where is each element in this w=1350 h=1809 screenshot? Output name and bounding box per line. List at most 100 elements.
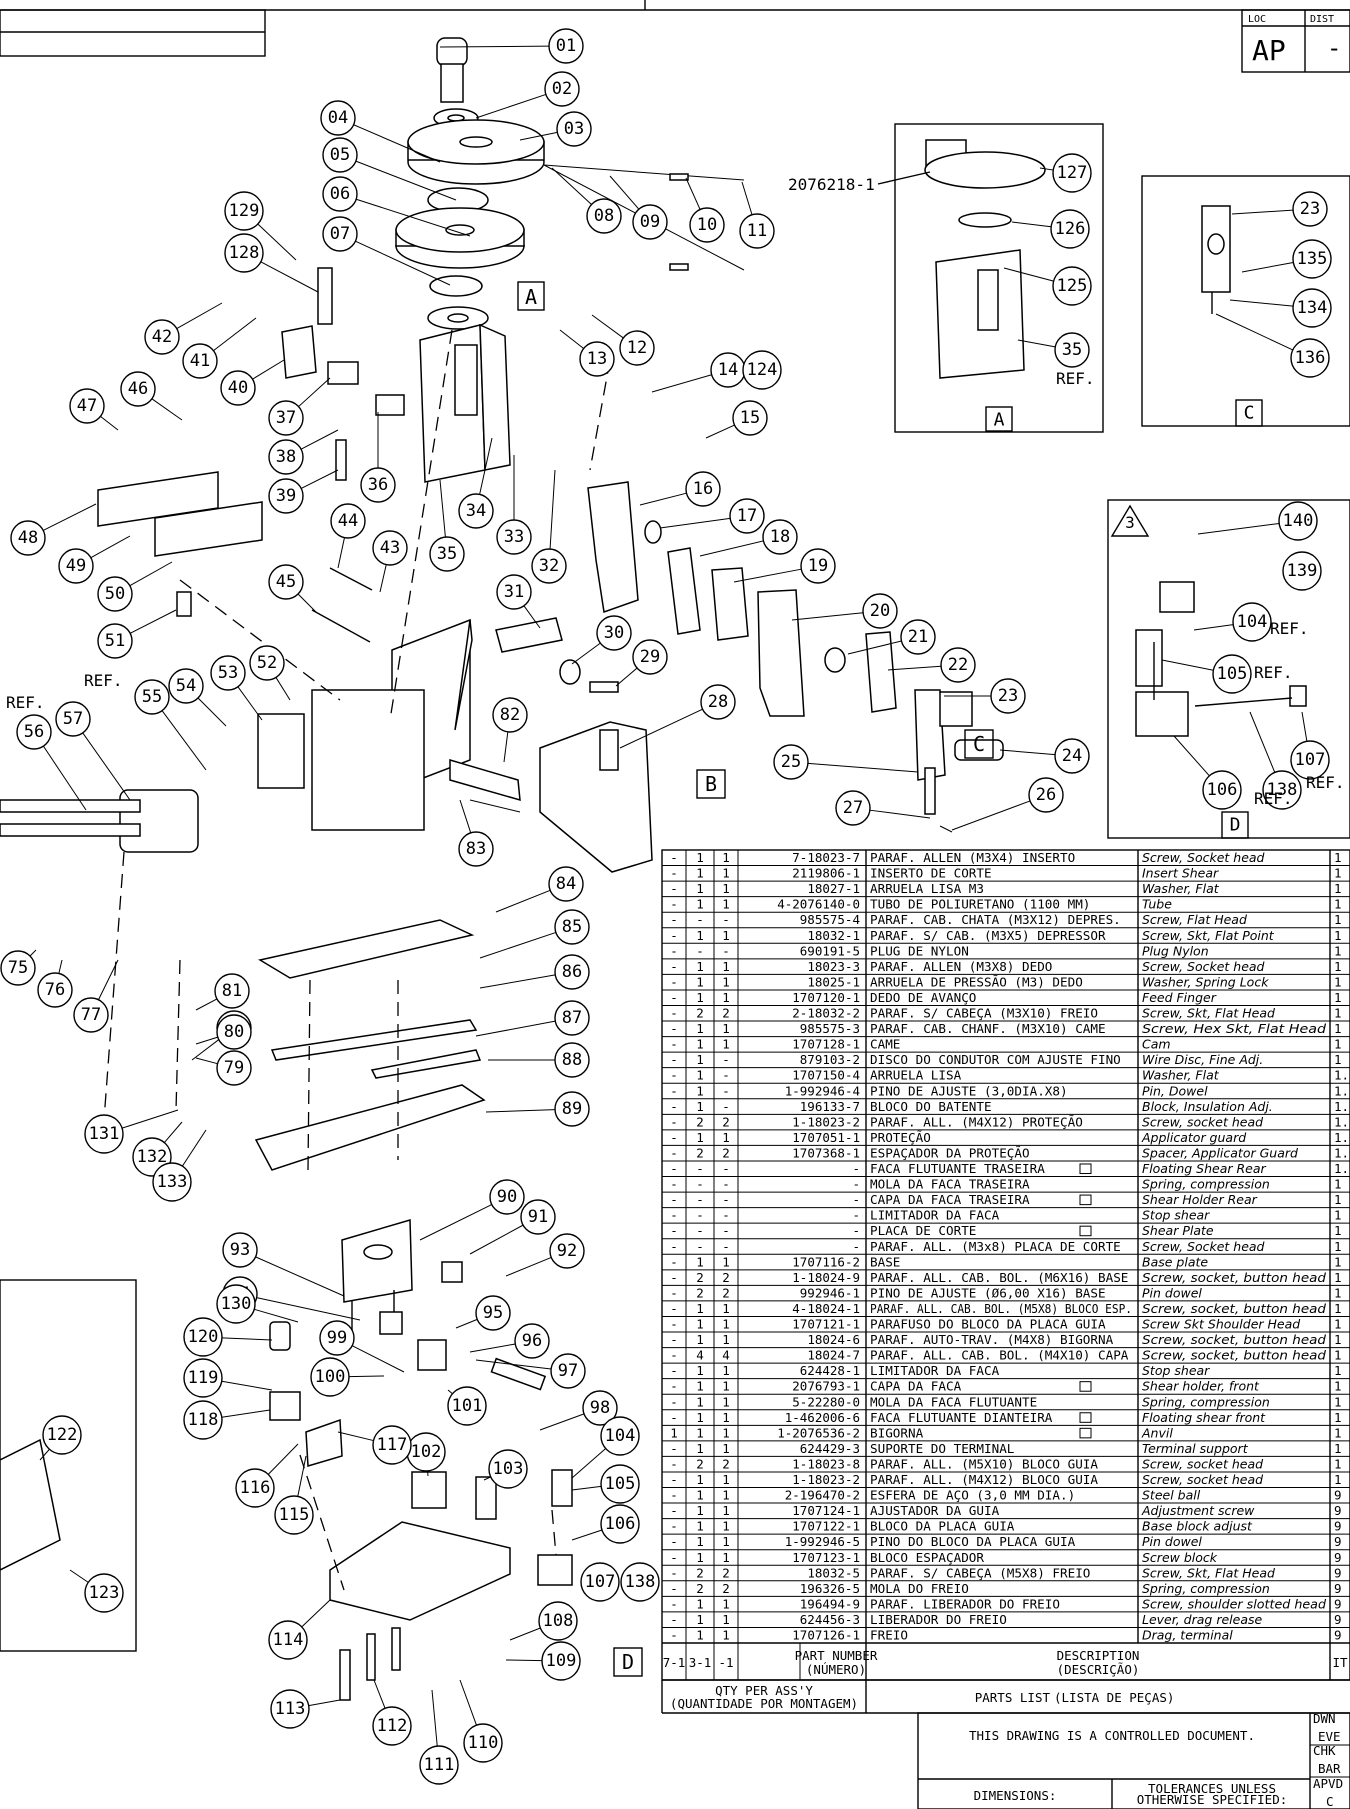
balloon-44: 44 <box>330 503 366 539</box>
parts-cell: 1 <box>696 959 704 974</box>
parts-cell: - <box>670 990 678 1005</box>
balloon-label: 20 <box>870 601 890 621</box>
leader-line <box>475 1359 552 1370</box>
leader-line <box>221 1380 273 1391</box>
balloon-label: 77 <box>81 1005 101 1025</box>
balloon-label: 128 <box>229 243 260 263</box>
leader-line <box>447 1389 453 1395</box>
balloon-label: 107 <box>585 1572 616 1592</box>
parts-cell: 1 <box>1334 1425 1342 1440</box>
parts-cell: - <box>722 1192 730 1207</box>
leader-line <box>298 377 331 407</box>
parts-cell: Screw, socket, button head <box>1142 1301 1326 1316</box>
parts-list-title: PARTS LIST <box>975 1690 1051 1705</box>
leader-line <box>42 503 97 531</box>
parts-cell: 2 <box>696 1114 704 1129</box>
balloon-91: 91 <box>520 1199 556 1235</box>
leader-line <box>571 642 601 665</box>
balloon-35b: 35 <box>1054 332 1090 368</box>
detail-labels: A A C D B C D 2076218-1 3 REF. REF. REF.… <box>6 171 1345 1677</box>
parts-cell: 1 <box>1334 1301 1342 1316</box>
sheet-frame <box>0 0 1350 73</box>
leader-line <box>685 177 701 210</box>
parts-cell: Screw, socket head <box>1142 1456 1263 1471</box>
leader-line <box>1215 313 1294 351</box>
parts-cell: Screw, socket, button head <box>1142 1332 1326 1347</box>
parts-cell: - <box>670 1317 678 1332</box>
balloon-label: 44 <box>338 511 358 531</box>
parts-cell: 1 <box>696 1472 704 1487</box>
parts-cell: Shear Plate <box>1142 1223 1214 1238</box>
parts-cell: Screw, Socket head <box>1142 1239 1265 1254</box>
parts-cell: - <box>722 1161 730 1176</box>
balloon-label: 24 <box>1062 746 1082 766</box>
leader-line <box>469 1343 516 1353</box>
leader-line <box>609 175 640 210</box>
parts-cell: 2-18032-2 <box>792 1006 860 1021</box>
balloon-label: 21 <box>908 627 928 647</box>
parts-cell: 18024-6 <box>807 1332 860 1347</box>
balloon-label: 91 <box>528 1207 548 1227</box>
balloon-113: 113 <box>270 1689 310 1729</box>
parts-cell: - <box>670 1534 678 1549</box>
balloon-label: 09 <box>640 212 660 232</box>
parts-cell: - <box>670 1223 678 1238</box>
balloon-49: 49 <box>58 548 94 584</box>
parts-cell: 1 <box>1334 1332 1342 1347</box>
parts-cell: - <box>670 1565 678 1580</box>
parts-cell: Spring, compression <box>1142 1177 1270 1192</box>
balloon-label: 08 <box>594 206 614 226</box>
balloon-95: 95 <box>475 1295 511 1331</box>
footer-qty-per-pt: (QUANTIDADE POR MONTAGEM) <box>670 1696 858 1711</box>
leader-line <box>100 416 119 431</box>
parts-cell: MOLA DA FACA TRASEIRA <box>870 1177 1030 1192</box>
parts-cell: 1-18023-2 <box>792 1114 860 1129</box>
parts-cell: 1 <box>722 1363 730 1378</box>
parts-cell: 1 <box>1334 1394 1342 1409</box>
parts-cell: LIMITADOR DA FACA <box>870 1208 1000 1223</box>
parts-cell: CAPA DA FACA <box>870 1379 962 1394</box>
parts-cell: - <box>670 866 678 881</box>
balloon-106b: 106 <box>1202 770 1242 810</box>
parts-cell: - <box>670 1254 678 1269</box>
parts-list-title-pt: (LISTA DE PEÇAS) <box>1054 1690 1174 1705</box>
parts-cell: 9 <box>1334 1534 1342 1549</box>
parts-cell: 1 <box>1334 912 1342 927</box>
parts-cell: Insert Shear <box>1142 866 1219 881</box>
balloon-41: 41 <box>182 343 218 379</box>
balloon-label: 124 <box>747 360 778 380</box>
balloon-label: 125 <box>1057 276 1088 296</box>
parts-cell: Block, Insulation Adj. <box>1142 1099 1273 1114</box>
parts-cell: AJUSTADOR DA GUIA <box>870 1503 1000 1518</box>
parts-cell: MOLA DO FREIO <box>870 1581 969 1596</box>
balloon-label: 36 <box>368 475 388 495</box>
balloon-96: 96 <box>514 1323 550 1359</box>
leader-line <box>337 537 345 569</box>
parts-cell: - <box>852 1161 860 1176</box>
parts-cell: 1. <box>1334 1130 1349 1145</box>
parts-cell: 9 <box>1334 1596 1342 1611</box>
parts-cell: 1 <box>1334 1239 1342 1254</box>
parts-cell: 196494-9 <box>800 1596 860 1611</box>
parts-cell: - <box>670 1177 678 1192</box>
leader-line <box>459 799 472 833</box>
parts-cell: 1 <box>1334 1052 1342 1067</box>
parts-cell: Spacer, Applicator Guard <box>1142 1145 1298 1160</box>
balloon-75: 75 <box>0 950 36 986</box>
parts-cell: Wire Disc, Fine Adj. <box>1142 1052 1263 1067</box>
leader-line <box>176 302 223 330</box>
parts-cell: - <box>670 943 678 958</box>
parts-cell: - <box>852 1208 860 1223</box>
leader-line <box>741 181 753 215</box>
parts-cell: 1 <box>1334 1254 1342 1269</box>
parts-cell: ARRUELA LISA <box>870 1068 962 1083</box>
parts-cell: Spring, compression <box>1142 1581 1270 1596</box>
leader-line <box>300 429 339 450</box>
